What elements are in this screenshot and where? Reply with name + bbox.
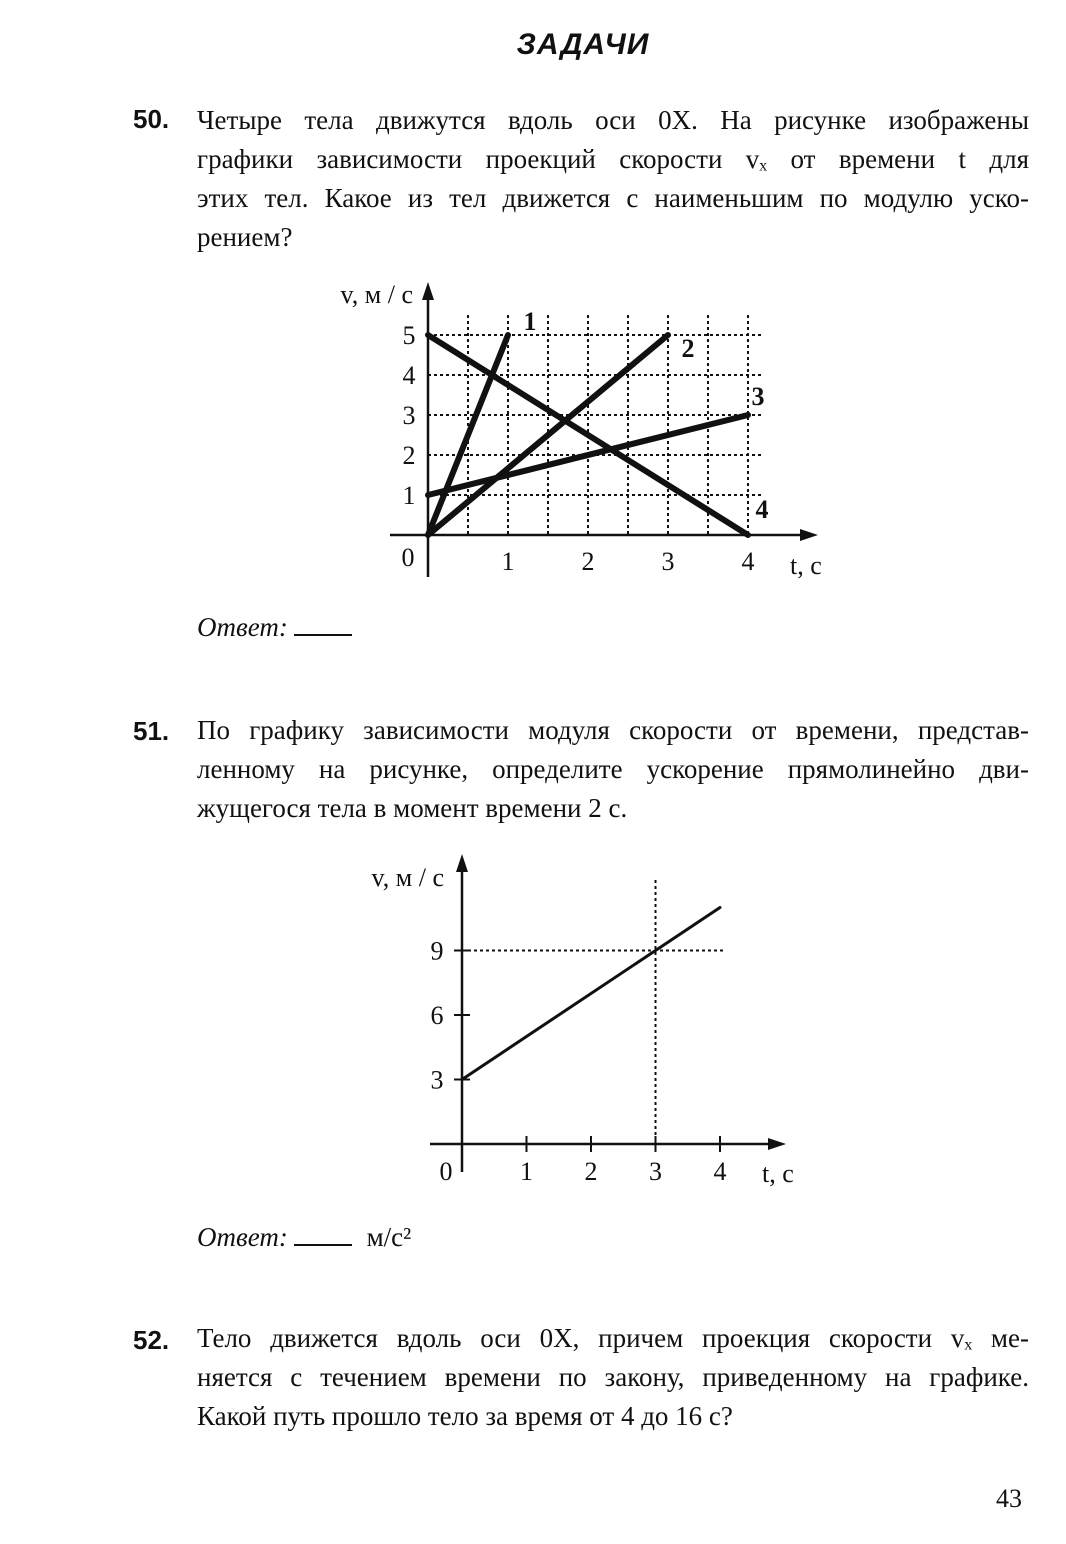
origin-label: 0 [402,543,415,572]
text-line: этих тел. Какое из тел движется с наимен… [197,183,1029,213]
x-tick-label: 1 [520,1157,533,1186]
series-line [460,906,722,1081]
x-tick-label: 2 [582,547,595,576]
text-line: Тело движется вдоль оси 0X, причем проек… [197,1323,1029,1353]
series-label-1: 1 [524,307,537,336]
y-tick-label: 5 [403,321,416,350]
page-number: 43 [996,1484,1022,1513]
text-line: рением? [197,222,293,252]
answer-line: Ответ: м/с² [197,1222,411,1253]
answer-blank [293,632,352,636]
x-axis-label: t, с [762,1159,794,1188]
x-axis-arrow [800,529,818,541]
problem-number: 50. [133,104,170,134]
problem-number: 51. [133,716,170,746]
text-line: По графику зависимости модуля скорости о… [197,715,1029,745]
text-line: жущегося тела в момент времени 2 с. [197,793,628,823]
series-label-2: 2 [682,334,695,363]
text-line: ленному на рисунке, определите ускорение… [197,754,1029,784]
answer-unit: м/с² [366,1222,412,1252]
y-tick-label: 3 [431,1066,444,1095]
answer-label: Ответ: [197,1222,288,1252]
series-line-1 [425,332,511,538]
answer-line: Ответ: [197,612,352,643]
answer-label: Ответ: [197,612,288,642]
x-tick-label: 2 [585,1157,598,1186]
series-label-4: 4 [756,495,769,524]
text-line: Четыре тела движутся вдоль оси 0X. На ри… [197,105,1029,135]
text-line: няется с течением времени по закону, при… [197,1362,1029,1392]
y-axis-label: v, м / с [371,863,444,892]
series-line-4 [425,332,751,538]
text-line: графики зависимости проекций скорости vₓ… [197,144,1029,174]
text-line: Какой путь прошло тело за время от 4 до … [197,1401,733,1431]
series-line-2 [425,332,671,538]
answer-blank [293,1242,352,1246]
y-tick-label: 3 [403,401,416,430]
y-axis-label: v, м / с [340,280,413,309]
page-header: ЗАДАЧИ [516,28,650,61]
origin-label: 0 [440,1157,453,1186]
y-tick-label: 4 [403,361,416,390]
y-tick-label: 9 [431,937,444,966]
y-axis-arrow [456,854,468,872]
x-tick-label: 4 [742,547,755,576]
problem-text: Четыре тела движутся вдоль оси 0X. На ри… [197,101,1029,257]
x-tick-label: 3 [662,547,675,576]
problem-text: По графику зависимости модуля скорости о… [197,711,1029,828]
y-tick-label: 2 [403,441,416,470]
y-axis-arrow [422,282,434,300]
y-tick-label: 6 [431,1001,444,1030]
x-axis-label: t, с [790,551,822,580]
y-tick-label: 1 [403,481,416,510]
problem-number: 52. [133,1325,170,1355]
x-axis-arrow [768,1138,786,1150]
problem-text: Тело движется вдоль оси 0X, причем проек… [197,1319,1029,1436]
x-tick-label: 1 [502,547,515,576]
x-tick-label: 3 [649,1157,662,1186]
series-label-3: 3 [752,382,765,411]
series-line-3 [425,412,751,498]
x-tick-label: 4 [714,1157,727,1186]
